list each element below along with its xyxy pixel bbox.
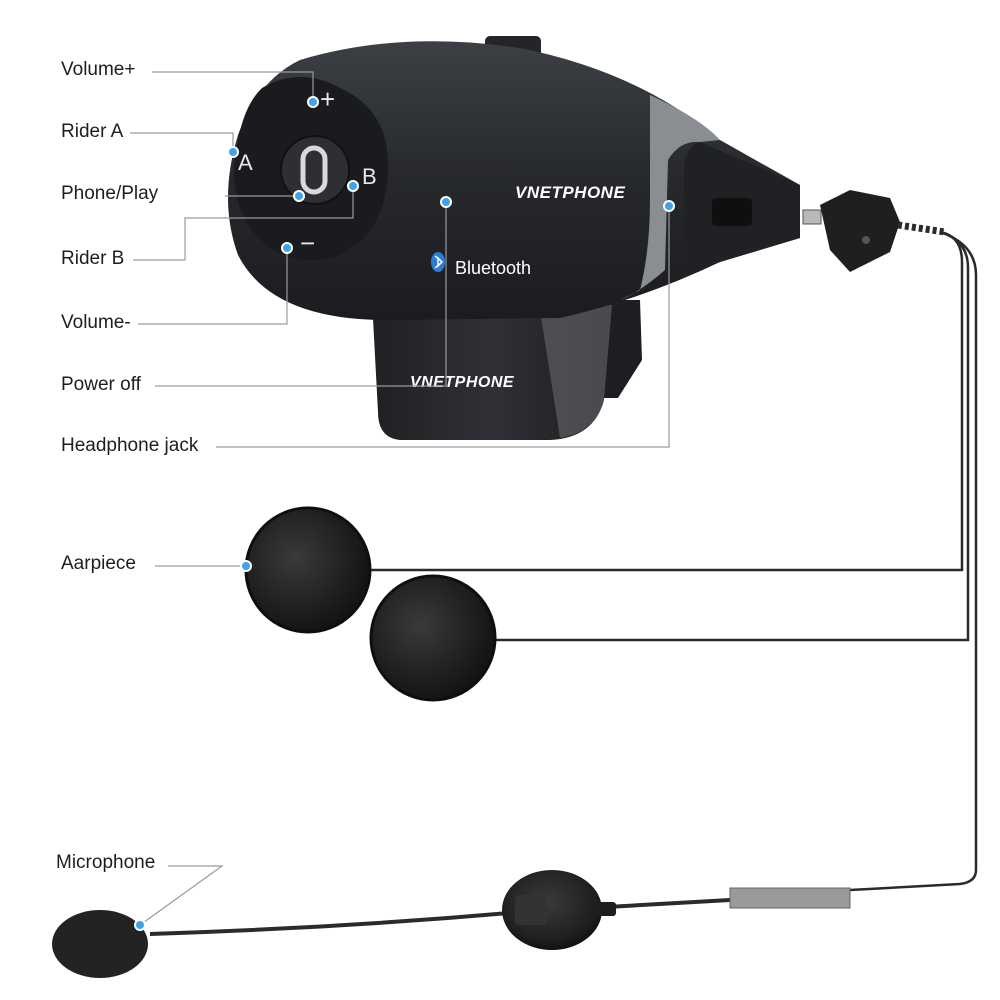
- label-volume-minus: Volume-: [61, 312, 131, 333]
- microphone-assembly: [52, 870, 851, 978]
- connector-plug: [802, 190, 946, 272]
- mic-base-grip: [515, 895, 547, 925]
- label-rider-a: Rider A: [61, 121, 124, 142]
- brand-logo-body: VNETPHONE: [515, 183, 625, 202]
- jack-port: [712, 198, 752, 226]
- intercom-device: + − A B VNETPHONE Bluetooth VNETPHONE: [228, 36, 800, 440]
- volume-plus-symbol: +: [320, 84, 335, 114]
- marker-microphone: [134, 919, 146, 931]
- marker-rider-b: [347, 180, 359, 192]
- marker-rider-a: [227, 146, 239, 158]
- label-phone-play: Phone/Play: [61, 183, 159, 204]
- volume-minus-symbol: −: [300, 228, 315, 258]
- mic-base-tab: [596, 902, 616, 916]
- marker-power-off: [440, 196, 452, 208]
- phone-play-icon: [300, 145, 328, 195]
- marker-headphone-jack: [663, 200, 675, 212]
- label-rider-b: Rider B: [61, 248, 125, 269]
- earpiece-2: [369, 574, 497, 702]
- earpiece-1: [244, 506, 372, 634]
- marker-earpiece: [240, 560, 252, 572]
- label-microphone: Microphone: [56, 852, 156, 873]
- clip-trim: [540, 305, 612, 438]
- marker-volume-plus: [307, 96, 319, 108]
- cable-splice: [729, 887, 851, 909]
- label-headphone-jack: Headphone jack: [61, 435, 199, 456]
- marker-phone-play: [293, 190, 305, 202]
- brand-logo-clip: VNETPHONE: [410, 374, 515, 391]
- mic-base: [502, 870, 602, 950]
- label-power-off: Power off: [61, 374, 141, 395]
- bluetooth-text: Bluetooth: [455, 258, 531, 278]
- phone-play-button: [280, 135, 350, 205]
- mic-foam: [52, 910, 148, 978]
- body-trim: [620, 95, 720, 300]
- button-b-letter: B: [362, 164, 377, 189]
- bluetooth-icon: [431, 252, 445, 272]
- label-volume-plus: Volume+: [61, 59, 136, 80]
- button-a-letter: A: [238, 150, 253, 175]
- marker-volume-minus: [281, 242, 293, 254]
- label-earpiece: Aarpiece: [61, 553, 136, 574]
- markers: [134, 96, 675, 931]
- leader-lines: [130, 71, 670, 926]
- cables: [368, 230, 978, 892]
